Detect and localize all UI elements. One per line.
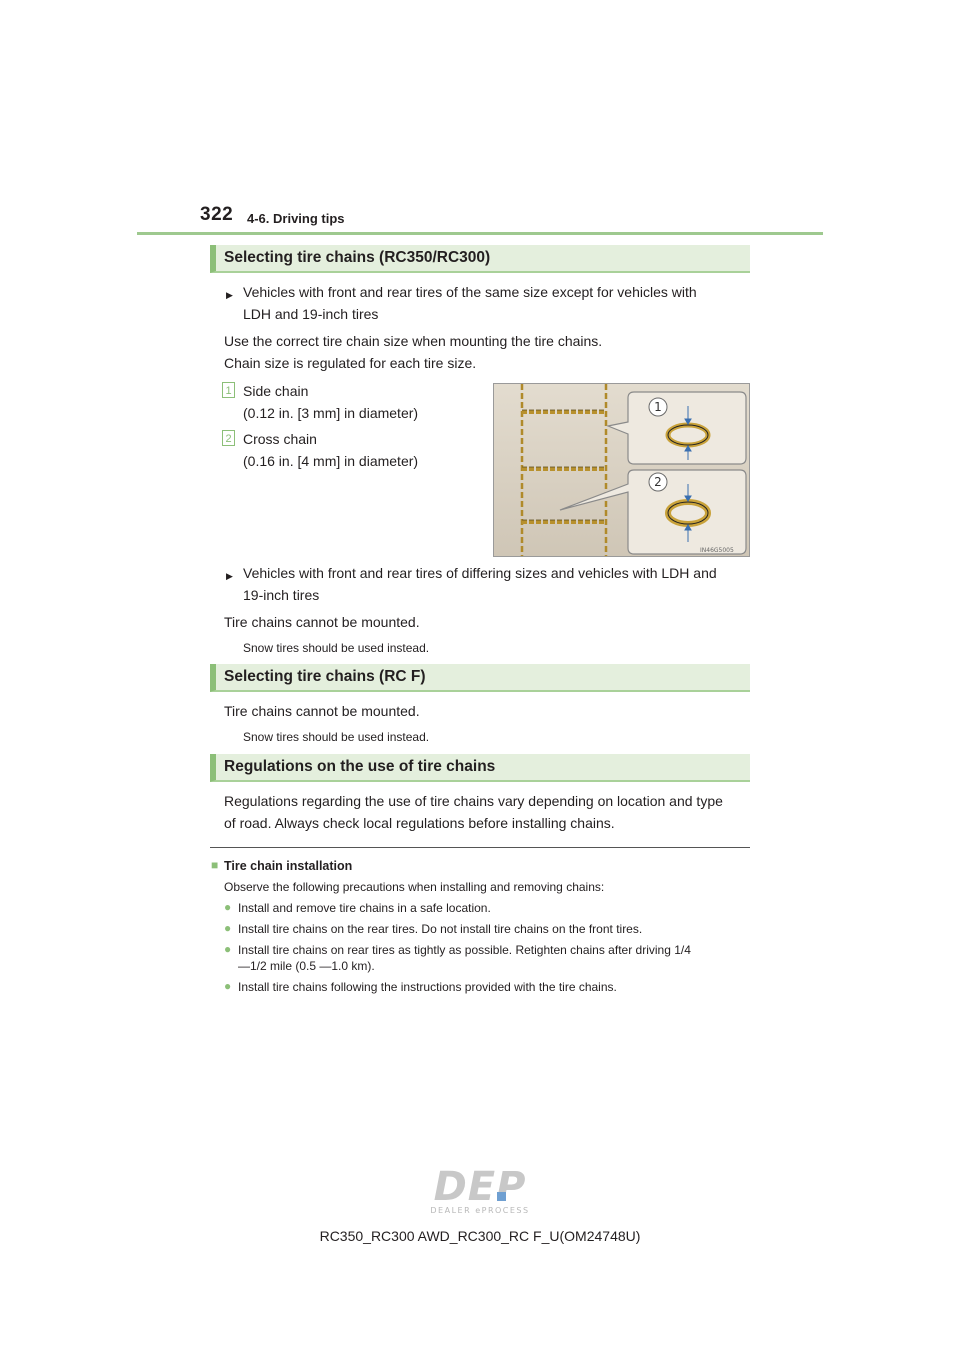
- notes-intro: Observe the following precautions when i…: [224, 880, 605, 894]
- callout-box-2: [559, 469, 747, 555]
- note-bullet-4: Install tire chains following the instru…: [238, 980, 617, 994]
- section-title: Selecting tire chains (RC350/RC300): [224, 249, 491, 266]
- dealer-eprocess-logo: DEP DEALER ePROCESS: [415, 1164, 545, 1216]
- section-heading-regulations: Regulations on the use of tire chains: [210, 754, 750, 782]
- side-chain-label: Side chain: [243, 383, 309, 399]
- case-same-size-line1: Vehicles with front and rear tires of th…: [243, 284, 697, 300]
- logo-letters: DEP: [434, 1164, 527, 1210]
- item-number-2: 2: [222, 430, 235, 446]
- rcf-note: Snow tires should be used instead.: [243, 730, 430, 744]
- page-number: 322: [200, 204, 234, 225]
- section-title: Regulations on the use of tire chains: [224, 758, 496, 775]
- chain-diagram: 1 2 IN46G5005: [494, 384, 749, 556]
- circle-bullet-icon: ●: [224, 900, 232, 914]
- section-title: Selecting tire chains (RC F): [224, 668, 426, 685]
- intro-line-2: Chain size is regulated for each tire si…: [224, 355, 477, 371]
- note-bullet-3-line2: —1/2 mile (0.5 —1.0 km).: [238, 959, 375, 973]
- regulations-line1: Regulations regarding the use of tire ch…: [224, 793, 723, 809]
- item-number-1: 1: [222, 382, 235, 398]
- chapter-label: 4-6. Driving tips: [247, 211, 345, 226]
- illustration-code: IN46G5005: [700, 547, 734, 554]
- callout-number-2: 2: [654, 475, 662, 489]
- triangle-bullet-icon: ▶: [226, 290, 233, 300]
- square-bullet-icon: ■: [211, 858, 219, 872]
- cross-chain-label: Cross chain: [243, 431, 317, 447]
- case-differing-line2: 19-inch tires: [243, 587, 320, 603]
- cross-chain-spec: (0.16 in. [4 mm] in diameter): [243, 453, 419, 469]
- note-bullet-3-line1: Install tire chains on rear tires as tig…: [238, 943, 691, 957]
- circle-bullet-icon: ●: [224, 979, 232, 993]
- notes-heading: Tire chain installation: [224, 859, 353, 873]
- callout-number-1: 1: [654, 400, 662, 414]
- logo-tagline: DEALER ePROCESS: [430, 1206, 529, 1215]
- rcf-text: Tire chains cannot be mounted.: [224, 703, 420, 719]
- circle-bullet-icon: ●: [224, 942, 232, 956]
- side-chain-spec: (0.12 in. [3 mm] in diameter): [243, 405, 419, 421]
- note-bullet-2: Install tire chains on the rear tires. D…: [238, 922, 643, 936]
- case-same-size-line2: LDH and 19-inch tires: [243, 306, 379, 322]
- case-differing-note: Snow tires should be used instead.: [243, 641, 430, 655]
- section-heading-rcf: Selecting tire chains (RC F): [210, 664, 750, 692]
- triangle-bullet-icon: ▶: [226, 571, 233, 581]
- cross-chains: [522, 410, 606, 524]
- header-divider: [137, 232, 823, 235]
- note-bullet-1: Install and remove tire chains in a safe…: [238, 901, 491, 915]
- circle-bullet-icon: ●: [224, 921, 232, 935]
- document-code: RC350_RC300 AWD_RC300_RC F_U(OM24748U): [319, 1228, 641, 1244]
- case-differing-line1: Vehicles with front and rear tires of di…: [243, 565, 717, 581]
- tire-chain-illustration: 1 2 IN46G5005: [493, 383, 750, 557]
- case-differing-text: Tire chains cannot be mounted.: [224, 614, 420, 630]
- notes-divider: [210, 847, 750, 848]
- section-heading-rc350-rc300: Selecting tire chains (RC350/RC300): [210, 245, 750, 273]
- intro-line-1: Use the correct tire chain size when mou…: [224, 333, 603, 349]
- regulations-line2: of road. Always check local regulations …: [224, 815, 615, 831]
